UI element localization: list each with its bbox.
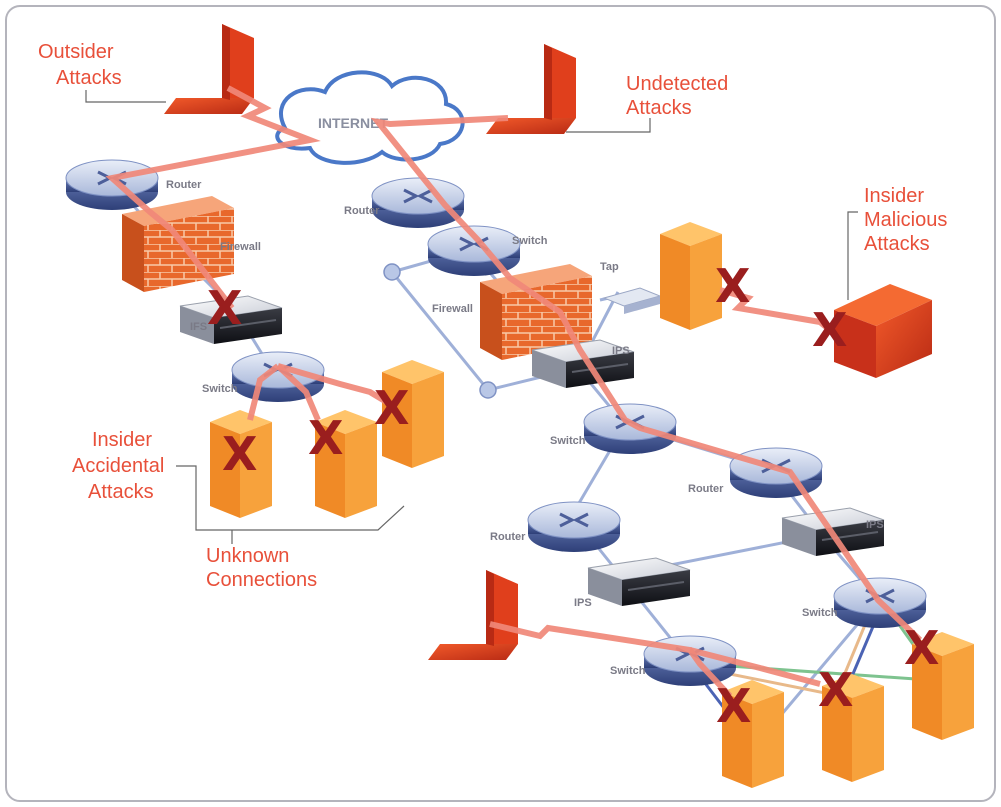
router-lower-label: Router xyxy=(490,531,526,543)
x-mark-server-bottom-c: X xyxy=(904,621,939,675)
firewall-center-label: Firewall xyxy=(432,303,473,315)
x-mark-insider-building: X xyxy=(715,259,750,313)
callout-insider-malicious-line1: Insider xyxy=(864,185,924,207)
ips-center-label: IPS xyxy=(612,345,630,357)
switch-mid-label: Switch xyxy=(550,435,586,447)
x-mark-server-bottom-a: X xyxy=(716,679,751,733)
callout-outsider-line1: Outsider xyxy=(38,41,114,63)
router-lower xyxy=(526,500,622,554)
callout-unknown-line2: Connections xyxy=(206,569,317,591)
switch-bottom-label: Switch xyxy=(610,665,646,677)
callout-outsider: Outsider Attacks xyxy=(38,41,166,103)
attack-paths xyxy=(105,85,923,699)
callout-undetected-line1: Undetected xyxy=(626,73,728,95)
x-mark-server-bottom-b: X xyxy=(818,663,853,717)
callout-insider-accidental-line1: Insider xyxy=(92,429,152,451)
firewall-left-label: Firewall xyxy=(220,241,261,253)
callout-unknown: Unknown Connections xyxy=(206,530,317,591)
callout-undetected-line2: Attacks xyxy=(626,97,692,119)
switch-mid xyxy=(582,402,678,456)
router-left-label: Router xyxy=(166,179,202,191)
callout-insider-accidental: Insider Accidental Attacks xyxy=(72,429,405,531)
x-mark-server-left-c: X xyxy=(374,381,409,435)
switch-center-label: Switch xyxy=(512,235,548,247)
insider-building xyxy=(660,222,722,330)
callout-undetected: Undetected Attacks xyxy=(566,73,728,133)
internet-cloud: INTERNET xyxy=(275,70,465,165)
internet-label: INTERNET xyxy=(318,115,388,131)
x-mark-ifs: X xyxy=(207,281,242,335)
x-mark-insider-malicious: X xyxy=(812,303,847,357)
tap-label: Tap xyxy=(600,261,619,273)
insider-malicious-building xyxy=(834,284,932,378)
switch-right-label: Switch xyxy=(802,607,838,619)
callout-insider-malicious-line3: Attacks xyxy=(864,233,930,255)
x-mark-server-left-b: X xyxy=(308,411,343,465)
callout-insider-malicious: Insider Malicious Attacks xyxy=(847,185,947,300)
x-mark-server-left-a: X xyxy=(222,427,257,481)
callout-insider-accidental-line3: Attacks xyxy=(88,481,154,503)
router-center-label: Router xyxy=(344,205,380,217)
callout-insider-malicious-line2: Malicious xyxy=(864,209,947,231)
ifs-label: IFS xyxy=(190,321,207,333)
callout-outsider-line2: Attacks xyxy=(56,67,122,89)
switch-left-label: Switch xyxy=(202,383,238,395)
ips-right-label: IPS xyxy=(866,519,884,531)
callout-unknown-line1: Unknown xyxy=(206,545,289,567)
router-left xyxy=(64,158,160,212)
callout-insider-accidental-line2: Accidental xyxy=(72,455,164,477)
router-right-label: Router xyxy=(688,483,724,495)
router-center xyxy=(370,176,466,230)
ips-lower-label: IPS xyxy=(574,597,592,609)
diagram-frame xyxy=(5,5,996,802)
